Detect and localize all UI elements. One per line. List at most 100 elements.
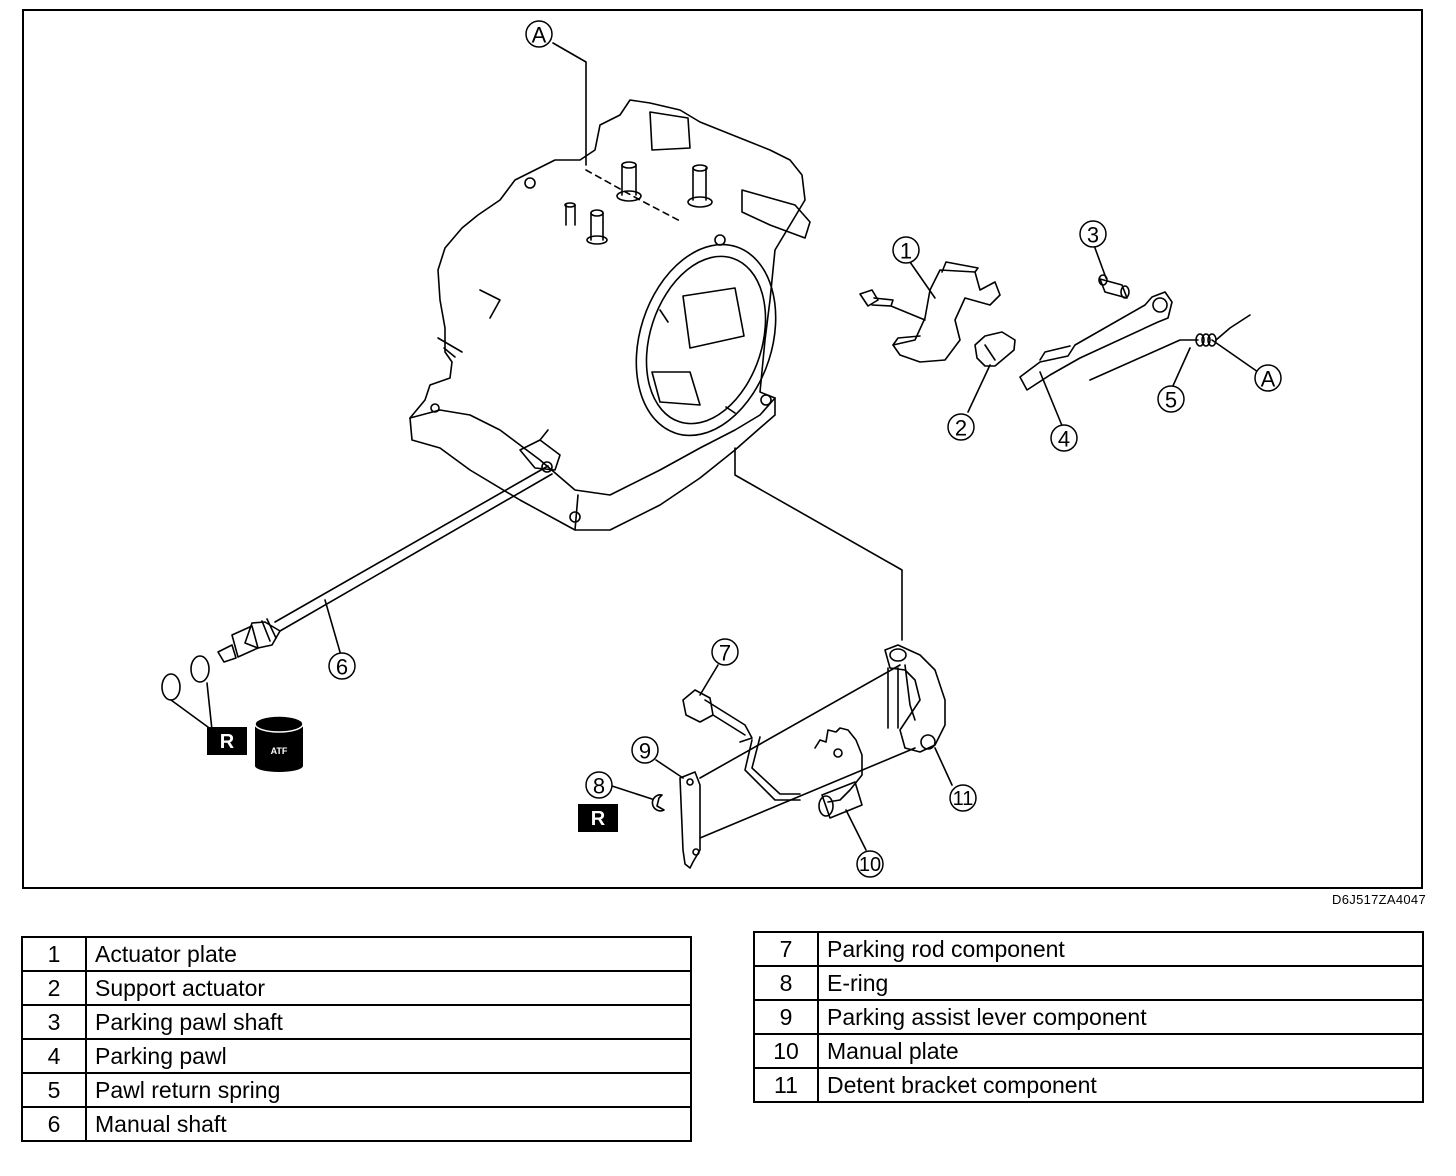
callout-6-text: 6 (336, 655, 348, 680)
legend-label: Parking rod component (817, 931, 1424, 967)
legend-label: Parking pawl (85, 1038, 692, 1074)
callout-8-text: 8 (593, 774, 605, 799)
leader-3 (1094, 247, 1107, 279)
legend-row: 3 Parking pawl shaft (21, 1004, 692, 1040)
legend-label: Detent bracket component (817, 1067, 1424, 1103)
leader-o-rings (170, 682, 213, 731)
diagram-frame (22, 9, 1423, 889)
legend-row: 9 Parking assist lever component (753, 999, 1424, 1035)
callout-5 (1157, 385, 1185, 413)
leader-9 (655, 759, 684, 779)
legend-row: 7 Parking rod component (753, 931, 1424, 967)
legend-row: 1 Actuator plate (21, 936, 692, 972)
detent-bracket-drawing (884, 644, 946, 753)
legend-number: 7 (753, 931, 819, 967)
replace-badge-orings-text: R (220, 731, 235, 753)
callout-3-text: 3 (1087, 223, 1099, 248)
callout-6 (328, 652, 356, 680)
leader-11 (934, 747, 953, 786)
figure-code: D6J517ZA4047 (1332, 892, 1426, 907)
actuator-plate-drawing (859, 261, 1001, 363)
callout-10 (856, 850, 884, 878)
link-line-lower (699, 747, 916, 839)
callout-2-text: 2 (955, 416, 967, 441)
callout-1-text: 1 (900, 239, 912, 264)
parking-rod-drawing (682, 689, 801, 801)
legend-label: Manual shaft (85, 1106, 692, 1142)
support-actuator-drawing (974, 331, 1016, 367)
legend-number: 3 (21, 1004, 87, 1040)
transaxle-case-drawing (409, 99, 811, 531)
replace-badge-orings (207, 727, 247, 755)
leader-bolt (890, 305, 926, 321)
leader-a-top (552, 42, 587, 166)
legend-label: Actuator plate (85, 936, 692, 972)
legend-number: 2 (21, 970, 87, 1006)
leader-2 (967, 364, 991, 413)
atf-label: ATF (271, 746, 288, 756)
callout-9-text: 9 (639, 739, 651, 764)
legend-label: Parking assist lever component (817, 999, 1424, 1035)
leader-case-to-detent (734, 447, 903, 641)
callout-9 (631, 736, 659, 764)
legend-row: 11 Detent bracket component (753, 1067, 1424, 1103)
callout-7-text: 7 (719, 641, 731, 666)
parking-pawl-drawing (1019, 291, 1173, 391)
legend-number: 8 (753, 965, 819, 1001)
legend-table-left: 1 Actuator plate 2 Support actuator 3 Pa… (21, 936, 692, 1142)
legend-row: 8 E-ring (753, 965, 1424, 1001)
o-ring-left (161, 673, 181, 701)
legend-label: Manual plate (817, 1033, 1424, 1069)
legend-row: 5 Pawl return spring (21, 1072, 692, 1108)
callout-11 (949, 784, 977, 812)
replace-badge-ering-text: R (591, 808, 606, 830)
callout-7 (711, 638, 739, 666)
legend-label: Pawl return spring (85, 1072, 692, 1108)
marker-a-top-text: A (532, 23, 547, 48)
callout-3 (1079, 220, 1107, 248)
leader-1 (909, 261, 936, 299)
o-ring-right (190, 655, 210, 683)
callout-4-text: 4 (1058, 427, 1070, 452)
leader-4 (1039, 371, 1064, 429)
legend-row: 6 Manual shaft (21, 1106, 692, 1142)
legend-number: 4 (21, 1038, 87, 1074)
callout-1 (892, 236, 920, 264)
atf-can-icon: ATF (254, 715, 304, 772)
leader-7 (699, 664, 719, 696)
legend-number: 6 (21, 1106, 87, 1142)
legend-row: 4 Parking pawl (21, 1038, 692, 1074)
legend-number: 5 (21, 1072, 87, 1108)
pawl-return-spring-drawing (1089, 314, 1251, 381)
exploded-parts-diagram: A A 1 2 3 4 5 6 7 8 9 10 11 R R ATF (22, 9, 1423, 889)
leader-10 (845, 809, 867, 851)
e-ring-drawing (651, 794, 665, 812)
leader-5 (1171, 347, 1191, 389)
legend-number: 11 (753, 1067, 819, 1103)
legend-number: 10 (753, 1033, 819, 1069)
legend-number: 1 (21, 936, 87, 972)
parking-pawl-shaft-drawing (1098, 274, 1130, 299)
callout-10-text: 10 (859, 854, 881, 876)
callout-4 (1050, 424, 1078, 452)
legend-table-right: 7 Parking rod component 8 E-ring 9 Parki… (753, 931, 1424, 1103)
callout-5-text: 5 (1165, 388, 1177, 413)
callout-2 (947, 413, 975, 441)
parking-assist-lever-drawing (679, 771, 701, 869)
callout-8 (585, 771, 613, 799)
marker-a-top (525, 20, 553, 48)
manual-shaft-drawing (217, 465, 553, 663)
manual-plate-drawing (814, 727, 863, 819)
link-line-upper (699, 664, 901, 779)
legend-number: 9 (753, 999, 819, 1035)
legend-label: E-ring (817, 965, 1424, 1001)
legend-row: 10 Manual plate (753, 1033, 1424, 1069)
legend-label: Parking pawl shaft (85, 1004, 692, 1040)
callout-11-text: 11 (953, 788, 974, 810)
leader-6 (324, 599, 341, 653)
leader-8 (611, 785, 653, 800)
replace-badge-ering (578, 804, 618, 832)
marker-a-right (1254, 364, 1282, 392)
marker-a-right-text: A (1261, 367, 1276, 392)
legend-row: 2 Support actuator (21, 970, 692, 1006)
